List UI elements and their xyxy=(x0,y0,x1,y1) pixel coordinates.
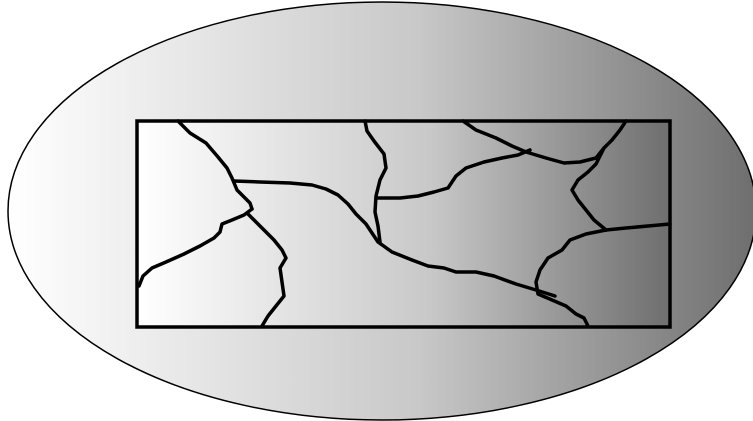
inner-rectangle xyxy=(137,121,670,327)
